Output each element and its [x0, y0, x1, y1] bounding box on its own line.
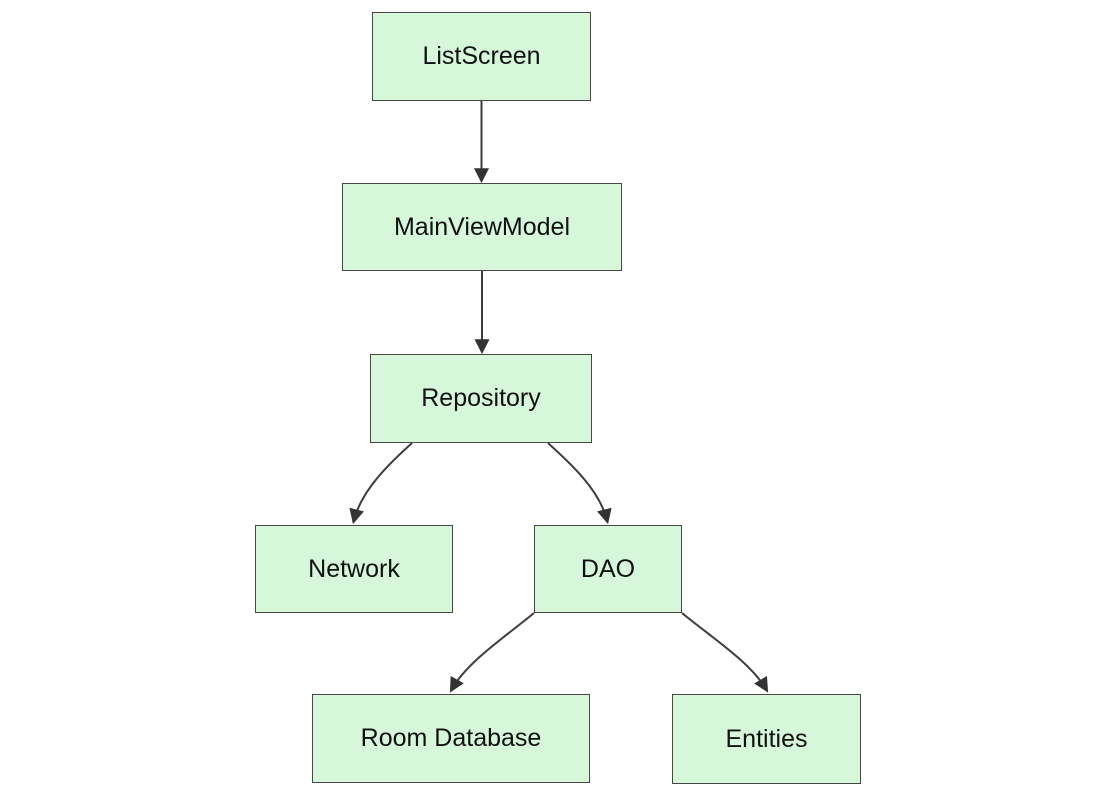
- node-repository: Repository: [370, 354, 592, 443]
- node-listscreen-label: ListScreen: [422, 42, 541, 70]
- edge-dao-to-entities: [681, 612, 769, 693]
- node-repository-label: Repository: [421, 384, 541, 412]
- node-roomdatabase: Room Database: [312, 694, 590, 783]
- node-listscreen: ListScreen: [372, 12, 591, 101]
- edge-repository-to-network: [349, 442, 413, 525]
- node-entities-label: Entities: [725, 724, 808, 753]
- node-mainviewmodel-label: MainViewModel: [393, 212, 570, 241]
- node-network: Network: [255, 525, 453, 613]
- node-dao: DAO: [534, 525, 682, 613]
- node-mainviewmodel: MainViewModel: [342, 183, 622, 271]
- node-roomdatabase-label: Room Database: [360, 724, 542, 752]
- edge-repository-to-dao: [547, 442, 612, 525]
- edge-dao-to-roomdatabase: [449, 612, 535, 693]
- node-network-label: Network: [308, 554, 400, 583]
- node-entities: Entities: [672, 694, 861, 784]
- node-dao-label: DAO: [580, 554, 636, 583]
